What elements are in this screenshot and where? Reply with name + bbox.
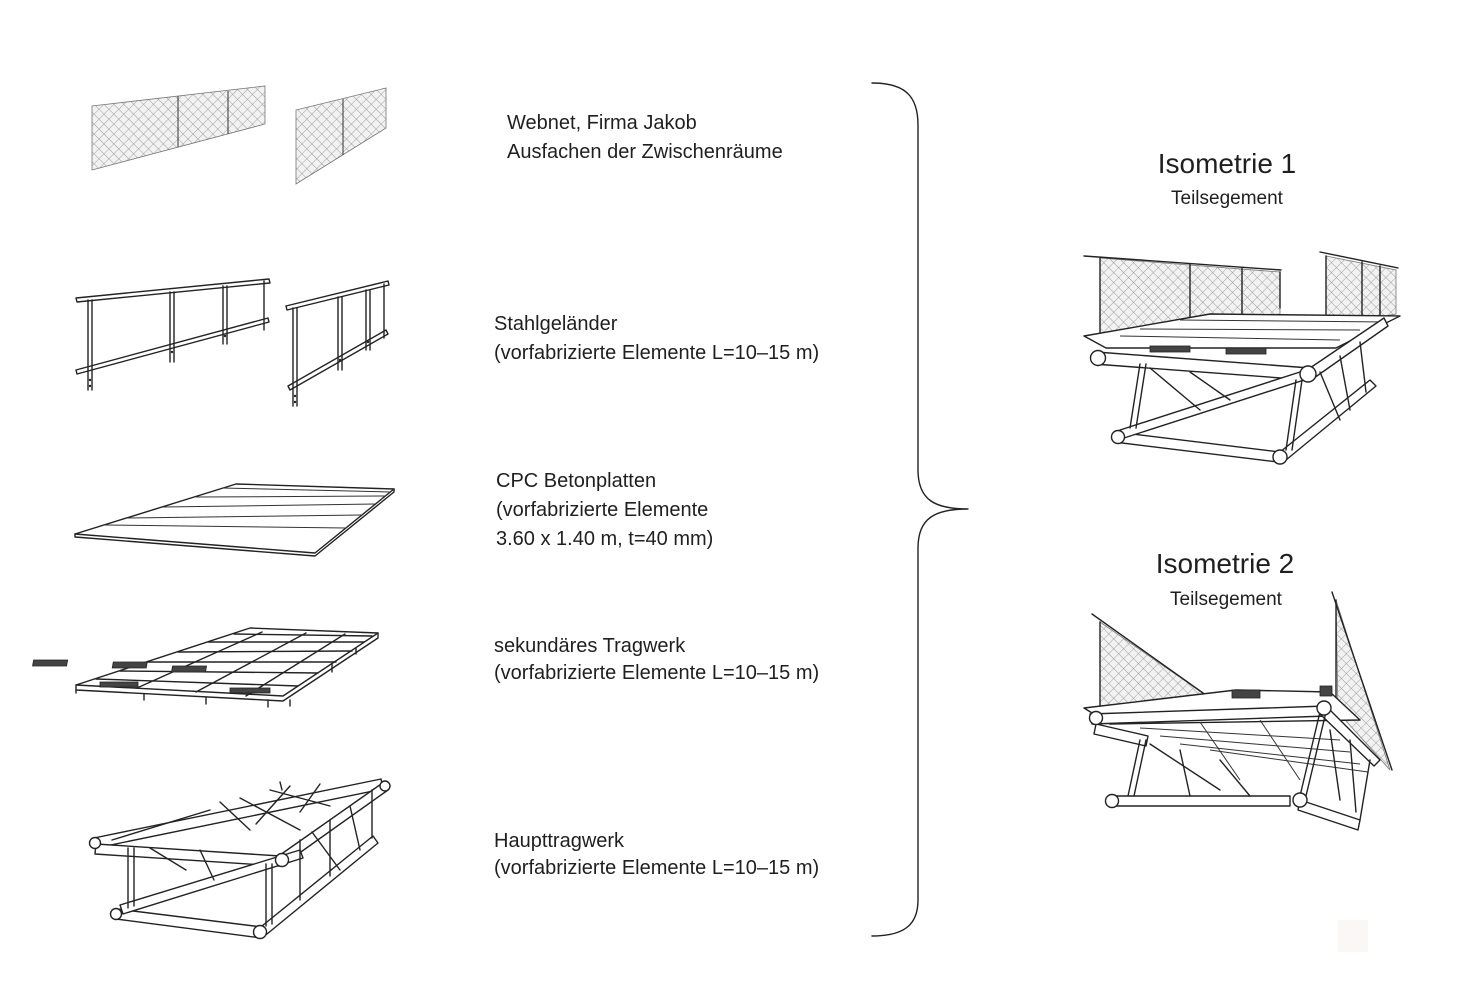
- label-stahlgelaender: Stahlgeländer (vorfabrizierte Elemente L…: [494, 310, 819, 368]
- stahlgelaender-drawing: [75, 278, 390, 407]
- label-line: Haupttragwerk: [494, 830, 625, 852]
- label-line: (vorfabrizierte Elemente L=10–15 m): [494, 857, 820, 879]
- haupttragwerk-drawing: [88, 778, 391, 940]
- label-line: 3.60 x 1.40 m, t=40 mm): [496, 528, 714, 550]
- label-haupttragwerk: Haupttragwerk (vorfabrizierte Elemente L…: [494, 828, 819, 882]
- label-line: CPC Betonplatten: [496, 470, 657, 492]
- label-line: Webnet, Firma Jakob: [507, 112, 697, 134]
- grouping-brace: [871, 82, 969, 937]
- sekundaeres-tragwerk-drawing: [32, 627, 379, 708]
- isometrie-2-subtitle: Teilsegement: [1170, 589, 1282, 610]
- webnet-mesh-drawing: [91, 85, 387, 185]
- label-sekundaeres-tragwerk: sekundäres Tragwerk (vorfabrizierte Elem…: [494, 633, 819, 687]
- label-betonplatten: CPC Betonplatten (vorfabrizierte Element…: [496, 467, 713, 554]
- isometrie-1-title: Isometrie 1: [1157, 148, 1297, 179]
- label-line: (vorfabrizierte Elemente: [496, 499, 709, 521]
- label-line: sekundäres Tragwerk: [494, 635, 686, 657]
- label-line: (vorfabrizierte Elemente L=10–15 m): [494, 342, 820, 364]
- label-line: Stahlgeländer: [494, 313, 618, 335]
- isometrie-2-title: Isometrie 2: [1155, 548, 1295, 579]
- betonplatten-drawing: [74, 483, 395, 557]
- label-line: Ausfachen der Zwischenräume: [507, 141, 783, 163]
- isometrie-1-subtitle: Teilsegement: [1171, 188, 1283, 209]
- isometrie-1-drawing: [1083, 251, 1401, 465]
- label-line: (vorfabrizierte Elemente L=10–15 m): [494, 662, 820, 684]
- isometrie-2-drawing: [1083, 591, 1393, 831]
- background-marker: [1338, 920, 1368, 952]
- label-webnet: Webnet, Firma Jakob Ausfachen der Zwisch…: [507, 109, 783, 167]
